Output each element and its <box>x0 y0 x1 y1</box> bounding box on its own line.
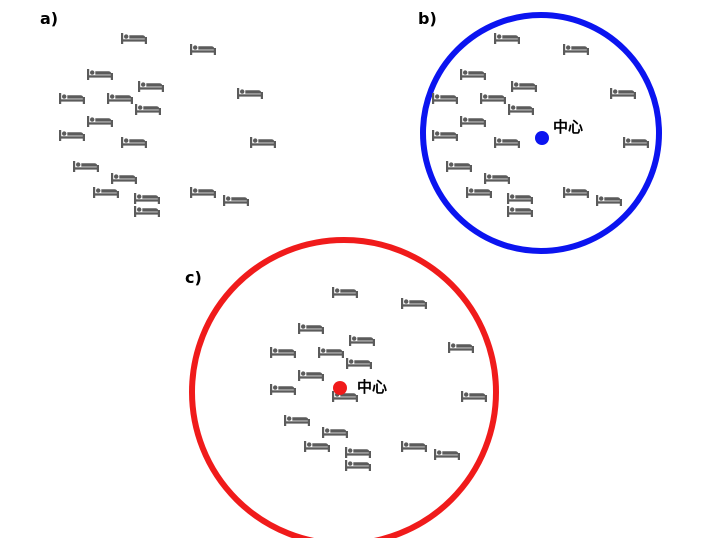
bed-icon <box>401 441 427 452</box>
bed-icon <box>345 460 371 471</box>
panel-c-center-dot <box>333 381 347 395</box>
panel-b-center-dot <box>535 131 549 145</box>
bed-icon <box>107 93 133 104</box>
bed-icon <box>401 298 427 309</box>
bed-icon <box>237 88 263 99</box>
bed-icon <box>610 88 636 99</box>
bed-icon <box>434 449 460 460</box>
panel-a-beds <box>59 33 276 217</box>
bed-icon <box>59 130 85 141</box>
bed-icon <box>460 116 486 127</box>
bed-icon <box>446 161 472 172</box>
bed-icon <box>304 441 330 452</box>
bed-icon <box>511 81 537 92</box>
bed-icon <box>332 287 358 298</box>
bed-icon <box>466 187 492 198</box>
bed-icon <box>494 33 520 44</box>
bed-icon <box>298 370 324 381</box>
bed-icon <box>250 137 276 148</box>
bed-icon <box>345 447 371 458</box>
bed-icon <box>223 195 249 206</box>
bed-icon <box>111 173 137 184</box>
bed-icon <box>461 391 487 402</box>
bed-icon <box>298 323 324 334</box>
bed-icon <box>460 69 486 80</box>
bed-icon <box>432 93 458 104</box>
bed-icon <box>73 161 99 172</box>
bed-icon <box>507 206 533 217</box>
bed-icon <box>87 69 113 80</box>
bed-icon <box>59 93 85 104</box>
bed-icon <box>134 193 160 204</box>
bed-icon <box>190 44 216 55</box>
bed-icon <box>135 104 161 115</box>
bed-icon <box>507 193 533 204</box>
bed-icon <box>93 187 119 198</box>
bed-icon <box>432 130 458 141</box>
bed-icon <box>270 347 296 358</box>
panel-b-label: b) <box>418 9 437 28</box>
bed-icon <box>494 137 520 148</box>
panel-b-circle <box>420 12 662 254</box>
bed-icon <box>563 187 589 198</box>
panel-c: c) 中心 <box>185 237 499 538</box>
panel-a-label: a) <box>40 9 58 28</box>
bed-icon <box>270 384 296 395</box>
panel-b-center-label: 中心 <box>553 118 583 136</box>
panel-b: b) 中心 <box>418 9 662 254</box>
bed-icon <box>448 342 474 353</box>
bed-icon <box>190 187 216 198</box>
bed-icon <box>480 93 506 104</box>
bed-icon <box>484 173 510 184</box>
panel-c-center-label: 中心 <box>357 378 387 396</box>
bed-icon <box>623 137 649 148</box>
bed-icon <box>87 116 113 127</box>
bed-icon <box>346 358 372 369</box>
panel-c-label: c) <box>185 268 202 287</box>
bed-icon <box>284 415 310 426</box>
bed-icon <box>318 347 344 358</box>
bed-icon <box>121 33 147 44</box>
bed-icon <box>563 44 589 55</box>
bed-icon <box>121 137 147 148</box>
panel-c-circle <box>189 237 499 538</box>
panel-a: a) <box>40 9 276 217</box>
bed-icon <box>508 104 534 115</box>
bed-icon <box>322 427 348 438</box>
panel-b-beds <box>432 33 649 217</box>
bed-icon <box>349 335 375 346</box>
bed-icon <box>138 81 164 92</box>
bed-icon <box>134 206 160 217</box>
bed-icon <box>596 195 622 206</box>
